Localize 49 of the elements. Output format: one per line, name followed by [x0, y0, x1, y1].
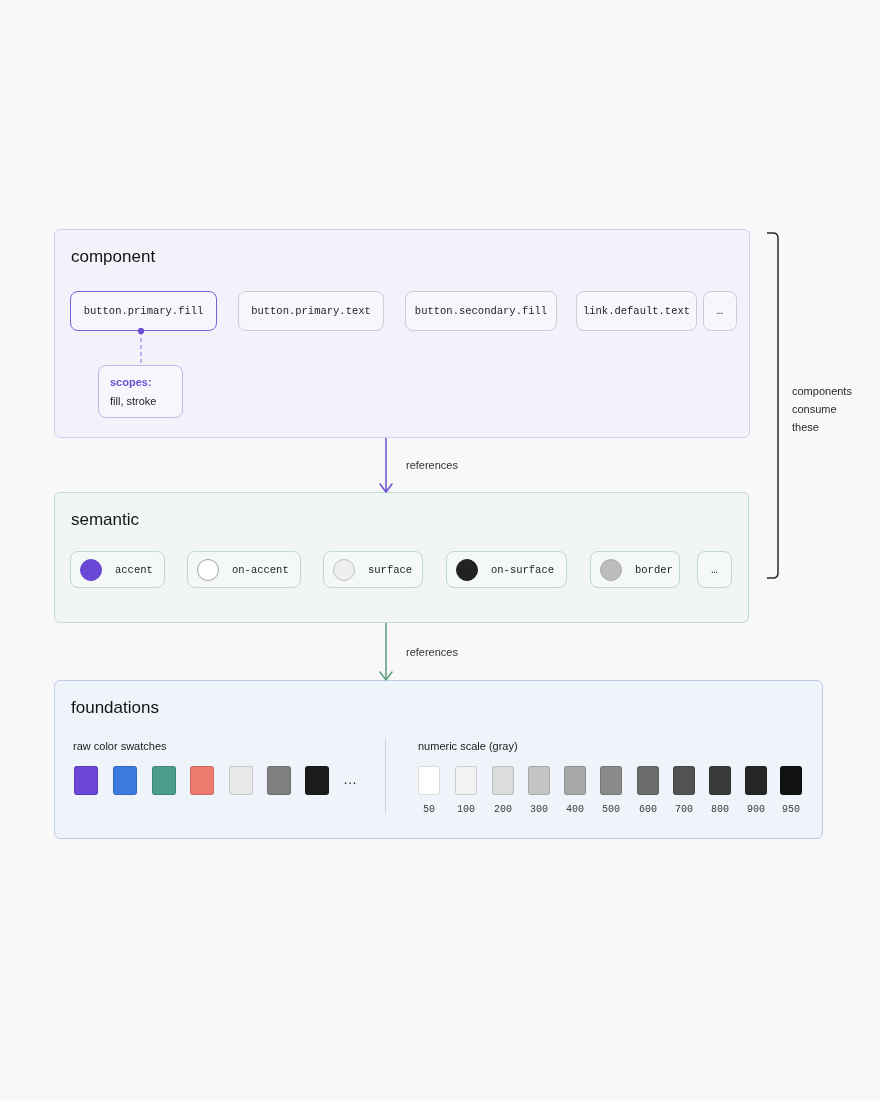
scale-value: 50 [422, 803, 436, 816]
token-box [238, 291, 384, 331]
token-name: button.secondary.fill [414, 304, 548, 318]
panel-title: foundations [71, 698, 159, 718]
scale-value: 200 [493, 803, 513, 816]
panel-title: semantic [71, 510, 140, 530]
layer-panel [54, 492, 749, 623]
ellipsis-text: … [342, 771, 358, 787]
token-box [576, 291, 697, 331]
scale-value: 500 [601, 803, 621, 816]
token-box [703, 291, 737, 331]
scale-value: 900 [746, 803, 766, 816]
scale-value: 400 [565, 803, 585, 816]
token-name: button.primary.fill [83, 304, 204, 318]
token-box [70, 291, 217, 331]
token-name: surface [368, 562, 413, 577]
leader-line [137, 327, 145, 366]
arrow [379, 437, 393, 493]
note-text: fill, stroke [110, 394, 158, 409]
arrow [379, 622, 393, 681]
token-chip [697, 551, 732, 588]
token-name: … [716, 304, 724, 318]
token-chip [323, 551, 423, 588]
scale-value: 100 [456, 803, 476, 816]
token-name: border [635, 562, 673, 577]
token-chip [446, 551, 567, 588]
scale-value: 700 [674, 803, 694, 816]
section-label: numeric scale (gray) [418, 739, 519, 754]
token-box [405, 291, 557, 331]
token-name: button.primary.text [251, 304, 371, 318]
layer-panel [54, 229, 750, 438]
token-name: on-accent [232, 562, 289, 577]
panel-title: component [71, 247, 156, 267]
token-name: on-surface [491, 562, 554, 577]
note-box [98, 365, 183, 418]
token-name: accent [115, 562, 153, 577]
note-heading: scopes: [110, 375, 153, 390]
scale-value: 300 [529, 803, 549, 816]
scale-value: 950 [781, 803, 801, 816]
bracket-note: components consume these [792, 384, 853, 435]
section-label: raw color swatches [73, 739, 168, 754]
token-chip [590, 551, 680, 588]
scale-value: 800 [710, 803, 730, 816]
token-name: … [711, 562, 718, 577]
scale-value: 600 [638, 803, 658, 816]
token-chip [70, 551, 165, 588]
token-name: link.default.text [582, 304, 691, 318]
layer-panel [54, 680, 823, 839]
token-chip [187, 551, 301, 588]
